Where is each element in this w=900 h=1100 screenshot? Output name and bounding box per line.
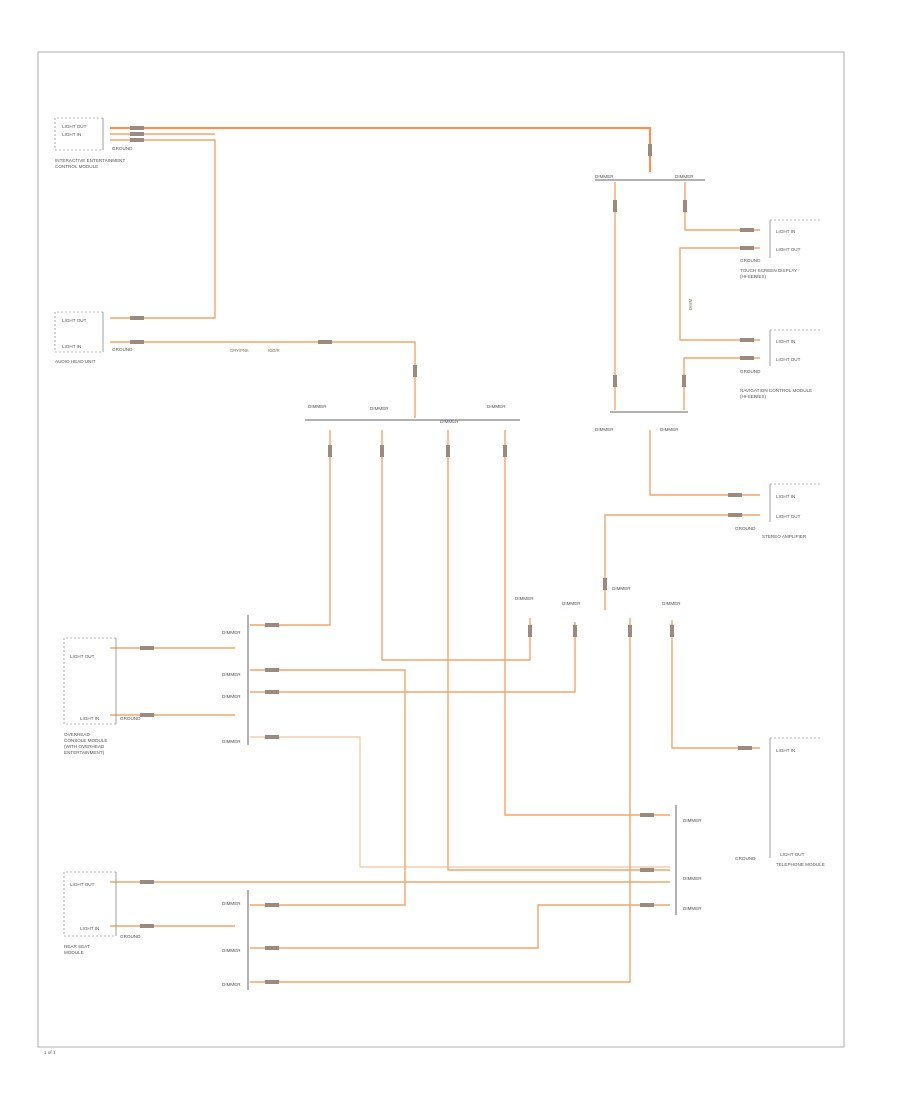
rear-name-1: REAR SEAT [64,944,90,949]
touch-name-2: (HI-SERIES) [740,274,767,279]
splice-labels: DIMMER DIMMER DIMMER DIMMER DIMMER DIMME… [308,174,694,432]
module-interactive-display: LIGHT OUT LIGHT IN GROUND INTERACTIVE EN… [54,117,133,169]
mid-row-2: DIMMER [562,601,581,606]
bottom-block-2: DIMMER [222,948,241,953]
rear-name-2: MODULE [64,950,84,955]
splice-right-left: DIMMER [595,427,614,432]
wire-labels: GRY/PNK IOD/R DIMM [230,298,693,353]
overhead-name-4: ENTERTAINMENT) [64,750,105,755]
module-audio-head-unit: LIGHT OUT LIGHT IN GROUND AUDIO HEAD UNI… [54,311,133,364]
mid-row-4: DIMMER [662,601,681,606]
tel-ground: GROUND [735,856,756,861]
nav-name-2: (HI-SERIES) [740,394,767,399]
module-telephone: LIGHT IN LIGHT OUT GROUND TELEPHONE MODU… [735,737,825,867]
right-block-2: DIMMER [683,876,702,881]
touch-pin-1: LIGHT IN [776,229,795,234]
rear-pin-2: LIGHT IN [80,926,99,931]
nav-name-1: NAVIGATION CONTROL MODULE [740,388,812,393]
module-navigation: LIGHT IN LIGHT OUT GROUND NAVIGATION CON… [740,329,822,399]
bottom-block-3: DIMMER [222,982,241,987]
mid-row-1: DIMMER [515,596,534,601]
overhead-ground: GROUND [120,716,141,721]
connector-labels: DIMMER DIMMER DIMMER DIMMER DIMMER DIMME… [222,586,702,987]
bottom-block-1: DIMMER [222,901,241,906]
module-overhead-console: LIGHT OUT LIGHT IN GROUND OVERHEAD CONSO… [63,637,141,755]
module-stereo-amplifier: LIGHT IN LIGHT OUT GROUND STEREO AMPLIFI… [735,483,822,539]
wire-label-mid-a: IOD/R [268,348,280,353]
page-footer: 1 of 1 [44,1050,56,1055]
module-rear-seat: LIGHT OUT LIGHT IN GROUND REAR SEAT MODU… [63,871,141,955]
tel-pin-1: LIGHT IN [776,748,795,753]
nav-pin-1: LIGHT IN [776,339,795,344]
audio-pin-1: LIGHT OUT [62,318,87,323]
connector-marks [130,126,754,984]
audio-pin-2: LIGHT IN [62,344,81,349]
amp-name: STEREO AMPLIFIER [762,534,807,539]
wire-label-gray-pnk: GRY/PNK [230,348,249,353]
left-block-1: DIMMER [222,630,241,635]
interactive-pin-1: LIGHT OUT [62,124,87,129]
left-block-4: DIMMER [222,739,241,744]
tel-name: TELEPHONE MODULE [776,862,825,867]
splice-center-4: DIMMER [487,404,506,409]
tel-pin-2: LIGHT OUT [780,852,805,857]
touch-ground: GROUND [740,258,761,263]
rear-ground: GROUND [120,934,141,939]
left-block-3: DIMMER [222,694,241,699]
interactive-pin-2: LIGHT IN [62,132,81,137]
splice-top-right: DIMMER [675,174,694,179]
overhead-name-1: OVERHEAD [64,732,90,737]
diagram-frame [37,51,845,1048]
right-block-3: DIMMER [683,906,702,911]
amp-pin-1: LIGHT IN [776,494,795,499]
module-touch-screen: LIGHT IN LIGHT OUT GROUND TOUCH SCREEN D… [740,219,822,279]
audio-name: AUDIO HEAD UNIT [55,359,96,364]
overhead-pin-1: LIGHT OUT [70,654,95,659]
interactive-name-1: INTERACTIVE ENTERTAINMENT [55,158,125,163]
wires [110,126,760,983]
interactive-ground: GROUND [112,146,133,151]
splice-center-3: DIMMER [440,419,459,424]
wire-label-mid-b: DIMM [688,298,693,310]
overhead-name-2: CONSOLE MODULE [64,738,107,743]
amp-ground: GROUND [735,526,756,531]
audio-ground: GROUND [112,347,133,352]
nav-ground: GROUND [740,369,761,374]
interactive-name-2: CONTROL MODULE [55,164,98,169]
nav-pin-2: LIGHT OUT [776,357,801,362]
amp-pin-2: LIGHT OUT [776,514,801,519]
touch-pin-2: LIGHT OUT [776,247,801,252]
splice-center-1: DIMMER [308,404,327,409]
right-block-1: DIMMER [683,818,702,823]
left-block-2: DIMMER [222,672,241,677]
touch-name-1: TOUCH SCREEN DISPLAY [740,268,797,273]
overhead-pin-2: LIGHT IN [80,716,99,721]
splice-right-right: DIMMER [660,427,679,432]
splice-top-left: DIMMER [595,174,614,179]
splice-center-2: DIMMER [370,406,389,411]
overhead-name-3: (WITH OVERHEAD [64,744,105,749]
mid-row-3: DIMMER [612,586,631,591]
rear-pin-1: LIGHT OUT [70,882,95,887]
